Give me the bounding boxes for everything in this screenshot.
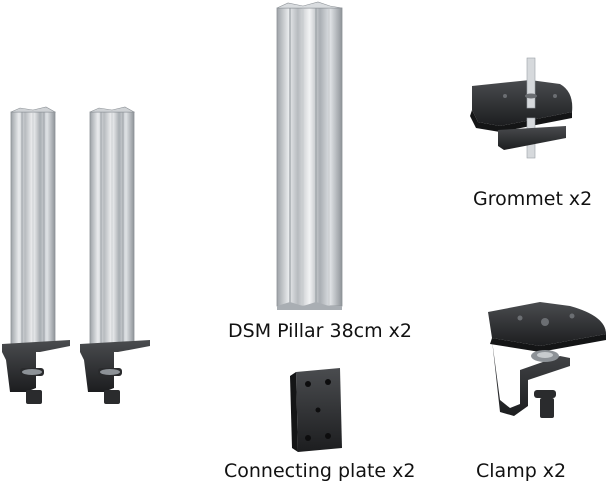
pillar-with-clamp-icon <box>2 106 70 404</box>
grommet-label: Grommet x2 <box>473 188 593 210</box>
connecting-plate-icon <box>290 368 342 452</box>
pillar-label: DSM Pillar 38cm x2 <box>228 320 412 342</box>
clamp-label: Clamp x2 <box>476 460 567 482</box>
desk-clamp-icon <box>488 302 606 418</box>
pillar-with-clamp-icon <box>80 106 150 404</box>
pillar-icon <box>276 1 343 310</box>
grommet-mount-icon <box>470 57 573 159</box>
connecting-plate-label: Connecting plate x2 <box>224 460 416 482</box>
